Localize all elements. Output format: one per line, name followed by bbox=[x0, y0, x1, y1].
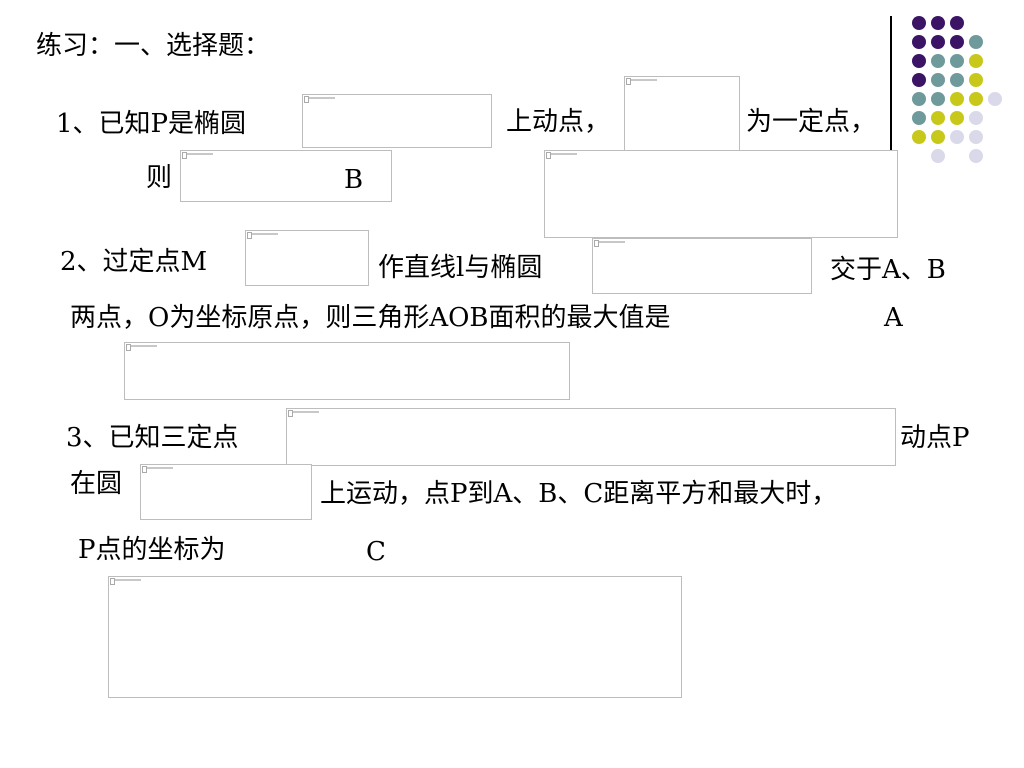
decorative-dot bbox=[969, 111, 983, 125]
decorative-dot bbox=[969, 73, 983, 87]
decorative-dot bbox=[931, 149, 945, 163]
q2-text-intersect: 交于A、B bbox=[830, 255, 946, 285]
formula-image-three-points bbox=[286, 408, 896, 466]
decorative-dot bbox=[950, 130, 964, 144]
decorative-dot bbox=[912, 16, 926, 30]
decorative-dot bbox=[931, 92, 945, 106]
formula-image-q3-options bbox=[108, 576, 682, 698]
q3-answer: C bbox=[366, 537, 386, 567]
decorative-dot bbox=[950, 54, 964, 68]
q3-text-on-circle: 在圆 bbox=[70, 469, 123, 499]
decorative-dot bbox=[931, 73, 945, 87]
formula-image-ellipse bbox=[302, 94, 492, 148]
decorative-dot bbox=[950, 35, 964, 49]
decorative-dot bbox=[950, 92, 964, 106]
q3-text-start: 3、已知三定点 bbox=[66, 423, 239, 453]
formula-image-q1-expression bbox=[180, 150, 392, 202]
decorative-dot bbox=[969, 35, 983, 49]
decorative-dot bbox=[912, 130, 926, 144]
decorative-dot bbox=[931, 130, 945, 144]
decorative-dot bbox=[969, 92, 983, 106]
q2-text-start: 2、过定点M bbox=[60, 247, 208, 277]
decorative-dot bbox=[931, 16, 945, 30]
divider-line bbox=[890, 16, 892, 188]
decorative-dot bbox=[988, 92, 1002, 106]
q3-text-coordinate: P点的坐标为 bbox=[78, 535, 226, 565]
q3-text-distance: 上运动，点P到A、B、C距离平方和最大时， bbox=[320, 479, 838, 509]
decorative-dot bbox=[950, 111, 964, 125]
decorative-dot bbox=[950, 73, 964, 87]
formula-image-q1-options bbox=[544, 150, 898, 238]
decorative-dot bbox=[969, 130, 983, 144]
formula-image-circle bbox=[140, 464, 312, 520]
q1-text-then: 则 bbox=[146, 163, 173, 193]
q1-text-fixed-point: 为一定点， bbox=[746, 107, 877, 137]
q1-text-start: 1、已知P是椭圆 bbox=[56, 109, 247, 139]
q2-text-line2: 两点，O为坐标原点，则三角形AOB面积的最大值是 bbox=[70, 303, 671, 333]
decorative-dot bbox=[969, 149, 983, 163]
decorative-dot bbox=[931, 111, 945, 125]
formula-image-q2-options bbox=[124, 342, 570, 400]
q2-answer: A bbox=[884, 303, 903, 333]
heading: 练习：一、选择题： bbox=[36, 31, 271, 61]
decorative-dot bbox=[969, 54, 983, 68]
q1-text-moving-point: 上动点， bbox=[506, 107, 611, 137]
decorative-dot bbox=[912, 92, 926, 106]
q3-text-moving-p: 动点P bbox=[900, 423, 970, 453]
decorative-dot bbox=[950, 16, 964, 30]
decorative-dot bbox=[912, 54, 926, 68]
formula-image-point-m bbox=[245, 230, 369, 286]
q2-text-line-ellipse: 作直线l与椭圆 bbox=[378, 253, 543, 283]
decorative-dot bbox=[931, 35, 945, 49]
decorative-dot bbox=[912, 111, 926, 125]
decorative-dot bbox=[912, 35, 926, 49]
formula-image-q2-ellipse bbox=[592, 238, 812, 294]
decorative-dot bbox=[912, 73, 926, 87]
q1-answer: B bbox=[344, 165, 364, 195]
decorative-dot bbox=[931, 54, 945, 68]
